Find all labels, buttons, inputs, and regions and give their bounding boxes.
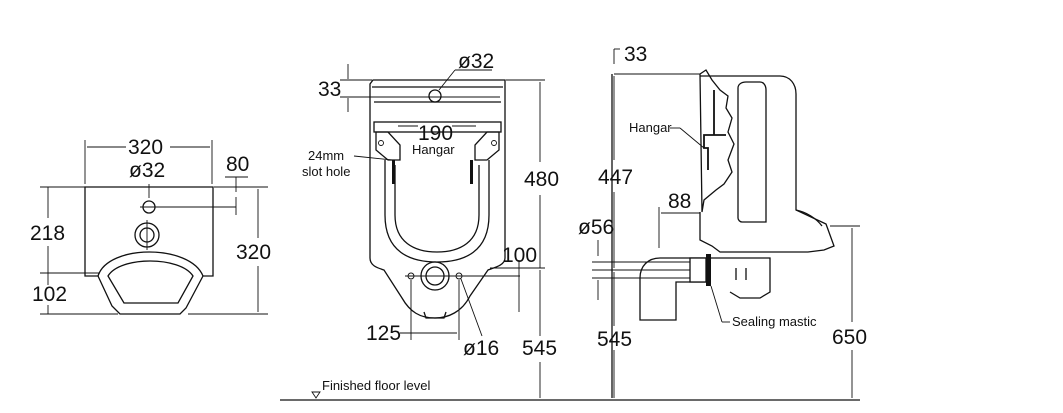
slot-hole-right bbox=[470, 160, 473, 184]
bowl-outline bbox=[97, 251, 204, 277]
dim-width-320: 320 bbox=[128, 136, 163, 159]
dim-100: 100 bbox=[502, 244, 537, 267]
urinal-front-outline bbox=[84, 186, 214, 315]
dim-125: 125 bbox=[366, 322, 401, 345]
dim-33-side: 33 bbox=[624, 43, 647, 66]
screw-hole bbox=[378, 140, 384, 146]
dim-480: 480 bbox=[524, 168, 559, 191]
inner-cavity bbox=[737, 81, 767, 223]
dim-545-side: 545 bbox=[597, 328, 632, 351]
front-lip bbox=[795, 209, 823, 227]
leader bbox=[679, 127, 705, 149]
dim-33-rear: 33 bbox=[318, 78, 341, 101]
slot-label-1: 24mm bbox=[308, 148, 344, 163]
leader bbox=[710, 285, 723, 323]
sealing-mastic bbox=[706, 254, 711, 286]
side-view: 33 Hangar 447 88 ø56 bbox=[578, 43, 867, 398]
dim-447: 447 bbox=[598, 166, 633, 189]
inlet-hole bbox=[428, 89, 442, 103]
dim-88: 88 bbox=[668, 190, 691, 213]
dim-80: 80 bbox=[226, 153, 249, 176]
dim-hole-32-rear: ø32 bbox=[458, 50, 494, 73]
dim-102: 102 bbox=[32, 283, 67, 306]
trap-pipe bbox=[639, 257, 708, 321]
connector bbox=[689, 257, 707, 283]
rear-outline bbox=[369, 79, 506, 319]
sealing-mastic-label: Sealing mastic bbox=[732, 314, 817, 329]
bowl-inner bbox=[107, 260, 194, 304]
screw-hole bbox=[491, 140, 497, 146]
floor: Finished floor level bbox=[280, 378, 860, 401]
dim-16: ø16 bbox=[463, 337, 499, 360]
floor-label: Finished floor level bbox=[322, 378, 430, 393]
inner-channel-2 bbox=[394, 165, 480, 253]
bottom-lip bbox=[423, 311, 447, 319]
hangar-left bbox=[375, 131, 401, 161]
slot-label-2: slot hole bbox=[302, 164, 350, 179]
dim-218: 218 bbox=[30, 222, 65, 245]
dim-320-height: 320 bbox=[236, 241, 271, 264]
hangar-rail bbox=[373, 121, 502, 133]
dim-650: 650 bbox=[832, 326, 867, 349]
hangar-label-rear: Hangar bbox=[412, 142, 455, 157]
dim-190: 190 bbox=[418, 122, 453, 145]
leader bbox=[438, 69, 456, 91]
hangar-bracket bbox=[703, 90, 726, 170]
outlet-lower bbox=[711, 257, 771, 299]
rear-view: ø32 33 190 Hangar 24mm slot hole 480 100… bbox=[302, 50, 559, 398]
urinal-side-outline bbox=[699, 75, 835, 253]
front-view: 320 ø32 80 218 102 320 bbox=[30, 136, 271, 315]
dim-56: ø56 bbox=[578, 216, 614, 239]
hangar-label-side: Hangar bbox=[629, 120, 672, 135]
floor-level-marker-icon bbox=[311, 391, 321, 399]
hangar-right bbox=[474, 131, 500, 161]
leader bbox=[460, 278, 483, 337]
leader bbox=[353, 155, 393, 161]
dim-545-rear: 545 bbox=[522, 337, 557, 360]
inner-channel bbox=[384, 160, 490, 263]
slot-hole-left bbox=[392, 160, 395, 184]
wall-section bbox=[699, 69, 735, 213]
dim-hole-32: ø32 bbox=[129, 159, 165, 182]
